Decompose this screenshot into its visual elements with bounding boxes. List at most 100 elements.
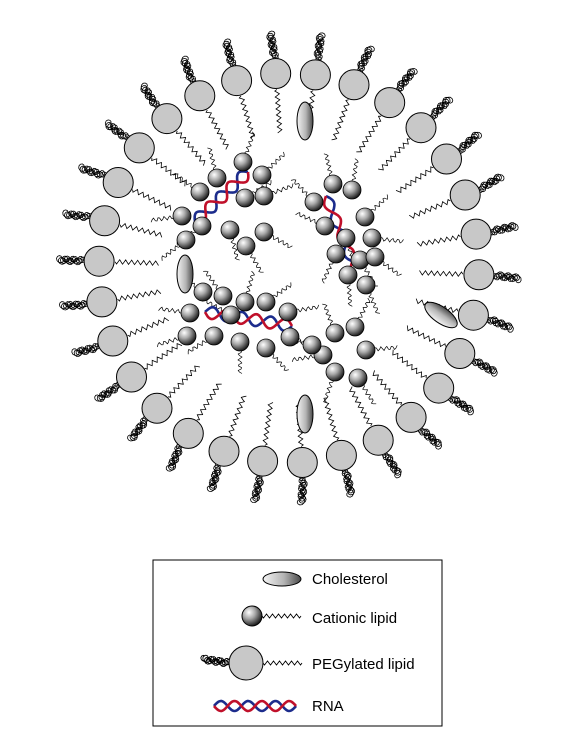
- cationic-head: [315, 216, 335, 236]
- legend-item-rna: RNA: [213, 698, 344, 715]
- peg-head: [97, 325, 129, 357]
- cationic-head: [235, 292, 255, 312]
- rna-strand: [193, 170, 249, 223]
- peg-head: [299, 59, 331, 91]
- cationic-head: [362, 228, 382, 248]
- peg-chain: [396, 68, 418, 93]
- cationic-head: [356, 340, 376, 360]
- peg-chain: [430, 96, 454, 120]
- cationic-head: [220, 220, 240, 240]
- peg-chain: [457, 131, 483, 154]
- peg-head: [405, 112, 437, 144]
- peg-chain: [127, 416, 148, 442]
- peg-head: [286, 447, 318, 478]
- cationic-head: [221, 305, 241, 325]
- cholesterol-molecule: [424, 301, 458, 329]
- cationic-head: [336, 228, 356, 248]
- peg-chain: [313, 32, 326, 62]
- peg-chain: [485, 316, 514, 333]
- legend-label-rna: RNA: [312, 698, 344, 715]
- cholesterol-layer: [176, 101, 458, 434]
- peg-tail: [416, 234, 461, 247]
- cationic-head: [235, 188, 255, 208]
- peg-chain: [222, 38, 237, 68]
- peg-head: [89, 205, 121, 237]
- peg-head: [338, 69, 370, 101]
- peg-tail: [372, 370, 403, 406]
- peg-head: [362, 424, 394, 456]
- cationic-head: [254, 186, 274, 206]
- peg-head: [151, 103, 183, 135]
- peg-tail: [228, 395, 247, 437]
- peg-head: [431, 143, 462, 175]
- cationic-head: [323, 174, 343, 194]
- cationic-head: [365, 247, 385, 267]
- rna-strand: [194, 171, 250, 224]
- peg-chain: [62, 209, 92, 221]
- peg-tail: [119, 222, 163, 238]
- peg-head: [208, 435, 240, 467]
- cationic-head: [280, 327, 300, 347]
- peg-tail: [144, 343, 183, 370]
- peg-tail: [262, 402, 274, 446]
- cationic-head: [233, 152, 253, 172]
- peg-chain: [296, 475, 308, 506]
- peg-tail: [196, 383, 222, 421]
- peg-tail: [378, 138, 410, 171]
- peg-chain: [165, 443, 183, 472]
- rna-strand: [213, 699, 297, 713]
- peg-chain: [357, 45, 375, 73]
- rna-strand: [203, 308, 294, 330]
- cationic-head: [338, 265, 358, 285]
- peg-tail: [349, 386, 373, 427]
- peg-chain: [266, 30, 279, 60]
- legend-item-cationic-lipid: Cationic lipid: [241, 605, 397, 627]
- cationic-head: [230, 332, 250, 352]
- cholesterol-molecule: [296, 101, 314, 141]
- cationic-head: [348, 368, 368, 388]
- cholesterol-molecule: [296, 394, 314, 434]
- peg-head-layer: [83, 58, 495, 478]
- peg-head: [184, 80, 216, 112]
- cationic-head: [172, 206, 192, 226]
- peg-head: [86, 286, 118, 318]
- peg-chain: [470, 358, 498, 377]
- cationic-head: [236, 236, 256, 256]
- cationic-head: [278, 302, 298, 322]
- peg-chain: [56, 255, 86, 266]
- peg-chain: [341, 468, 355, 498]
- peg-head: [172, 417, 204, 449]
- peg-chain: [477, 173, 505, 193]
- peg-head: [460, 218, 492, 250]
- peg-chain: [104, 119, 131, 141]
- peg-chain: [447, 395, 475, 416]
- cationic-head: [326, 244, 346, 264]
- peg-chain: [78, 163, 107, 179]
- peg-chain: [71, 343, 101, 357]
- peg-head: [260, 58, 292, 89]
- peg-tail: [331, 99, 350, 141]
- peg-head: [141, 392, 173, 424]
- peg-tail: [274, 89, 283, 134]
- cationic-head: [192, 216, 212, 236]
- cationic-head: [204, 326, 224, 346]
- peg-tail: [356, 115, 382, 153]
- peg-chain: [418, 427, 443, 450]
- cholesterol-molecule: [176, 254, 194, 294]
- legend-label-cholesterol: Cholesterol: [312, 571, 388, 588]
- peg-head: [395, 401, 427, 433]
- cationic-head: [256, 338, 276, 358]
- peg-head: [116, 361, 147, 393]
- cationic-head: [302, 335, 322, 355]
- peg-head: [247, 445, 279, 477]
- peg-chain: [58, 300, 89, 311]
- legend-box: [152, 559, 443, 727]
- peg-tail: [419, 269, 464, 278]
- peg-head: [463, 259, 495, 291]
- rna-icon: [213, 699, 297, 713]
- peg-head: [457, 299, 489, 331]
- legend-item-cholesterol: Cholesterol: [262, 571, 388, 588]
- cationic-head: [177, 326, 197, 346]
- peg-head: [221, 65, 253, 97]
- peg-chain: [140, 82, 161, 109]
